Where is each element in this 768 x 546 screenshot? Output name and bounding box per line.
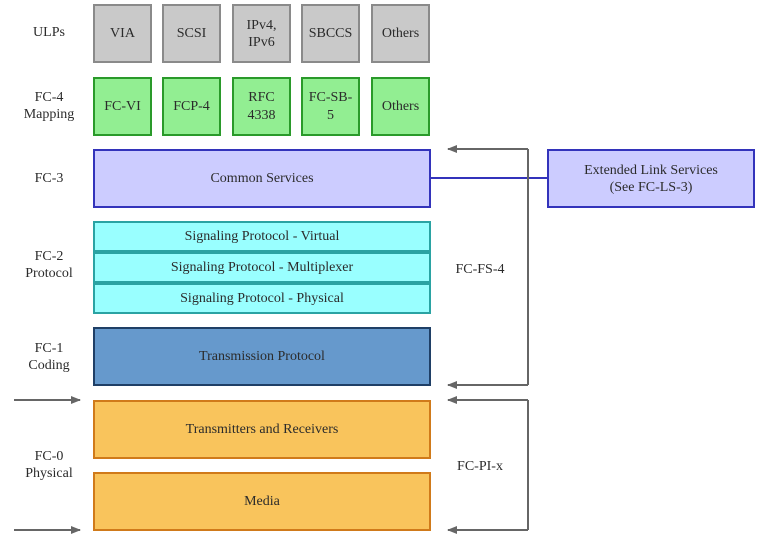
layer-label-fc4: FC-4 Mapping <box>23 90 75 122</box>
ulp-via: VIA <box>93 4 152 63</box>
signaling-multiplexer-box: Signaling Protocol - Multiplexer <box>93 252 431 283</box>
mapping-fc-vi: FC-VI <box>93 77 152 136</box>
signaling-virtual-box: Signaling Protocol - Virtual <box>93 221 431 252</box>
ulp-others: Others <box>371 4 430 63</box>
ulp-sbccs: SBCCS <box>301 4 360 63</box>
transmitters-receivers-box: Transmitters and Receivers <box>93 400 431 459</box>
mapping-rfc-4338: RFC 4338 <box>232 77 291 136</box>
signaling-physical-box: Signaling Protocol - Physical <box>93 283 431 314</box>
fcfs-label: FC-FS-4 <box>455 261 505 277</box>
transmission-protocol-box: Transmission Protocol <box>93 327 431 386</box>
layer-label-fc3: FC-3 <box>34 170 64 186</box>
mapping-others: Others <box>371 77 430 136</box>
mapping-fcp-4: FCP-4 <box>162 77 221 136</box>
ulp-scsi: SCSI <box>162 4 221 63</box>
ulp-ipv4-ipv6: IPv4, IPv6 <box>232 4 291 63</box>
layer-label-fc1: FC-1 Coding <box>28 341 70 373</box>
common-services-box: Common Services <box>93 149 431 208</box>
media-box: Media <box>93 472 431 531</box>
layer-label-fc2: FC-2 Protocol <box>25 249 73 281</box>
fcpi-label: FC-PI-x <box>457 458 503 474</box>
layer-label-fc0: FC-0 Physical <box>25 449 73 481</box>
layer-label-ulps: ULPs <box>33 24 65 40</box>
extended-link-services-box: Extended Link Services (See FC-LS-3) <box>547 149 755 208</box>
mapping-fc-sb-5: FC-SB- 5 <box>301 77 360 136</box>
